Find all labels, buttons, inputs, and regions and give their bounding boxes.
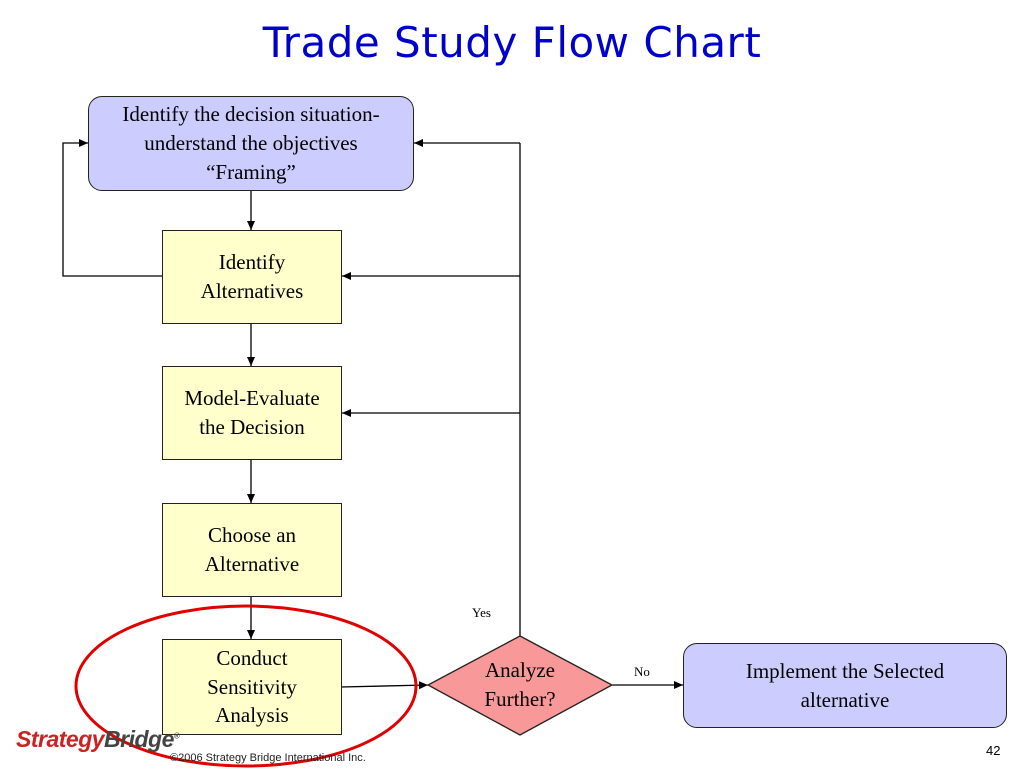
label-no: No [634, 664, 650, 679]
node-choose-alternative: Choose an Alternative [162, 503, 342, 597]
arrow-sensitivity-to-decision [340, 681, 429, 690]
node-identify-alternatives: Identify Alternatives [162, 230, 342, 324]
copyright-text: ©2006 Strategy Bridge International Inc. [170, 752, 366, 764]
node-model-evaluate: Model-Evaluate the Decision [162, 366, 342, 460]
page-number: 42 [986, 743, 1001, 758]
node-implement: Implement the Selected alternative [683, 643, 1007, 728]
arrow-identify-back-to-framing [62, 139, 162, 277]
node-framing: Identify the decision situation- underst… [88, 96, 414, 191]
label-yes: Yes [472, 605, 491, 620]
slide-title: Trade Study Flow Chart [262, 18, 762, 67]
highlight-ring [74, 604, 418, 768]
node-sensitivity-analysis: Conduct Sensitivity Analysis [162, 639, 342, 735]
strategy-bridge-logo: StrategyBridge® [16, 726, 180, 752]
decision-diamond [426, 635, 614, 736]
node-analyze-further: Analyze Further? [484, 658, 556, 711]
